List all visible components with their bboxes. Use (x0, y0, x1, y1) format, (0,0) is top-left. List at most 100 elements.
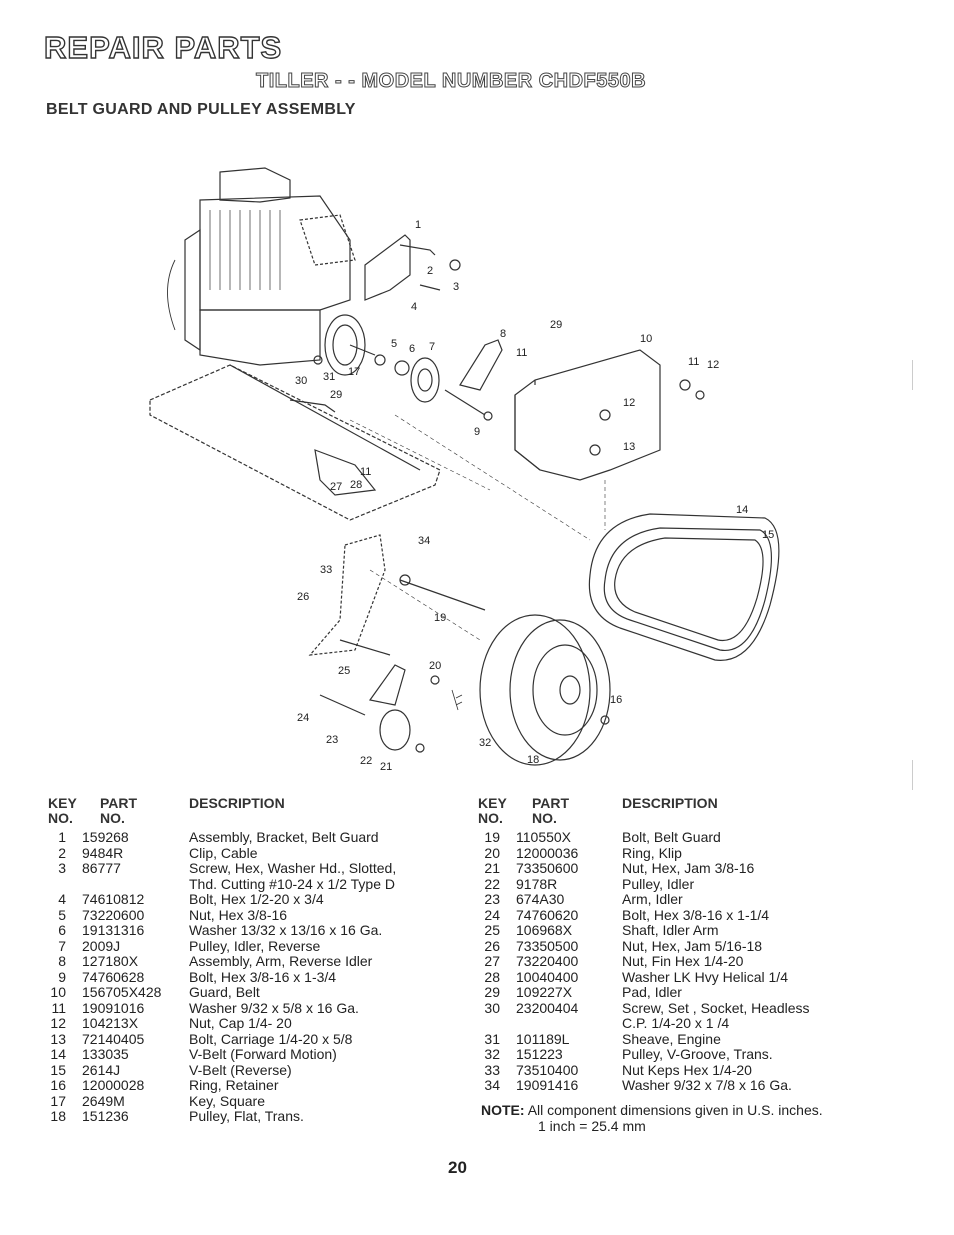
leader-lines (349, 414, 606, 641)
trans-pulley-drawing (479, 614, 611, 766)
part-description: Washer 9/32 x 7/8 x 16 Ga. (622, 1077, 792, 1093)
part-description: Pulley, Flat, Trans. (189, 1108, 304, 1124)
callout: 27 (330, 481, 342, 493)
part-description: Washer 9/32 x 5/8 x 16 Ga. (189, 999, 359, 1016)
part-number: 73220600 (82, 906, 145, 923)
part-number: 110550X (516, 829, 572, 845)
callout: 17 (348, 366, 360, 378)
part-description: Nut, Hex, Jam 3/8-16 (622, 860, 755, 876)
part-description: Pulley, Idler (622, 875, 695, 892)
frame-drawing (149, 364, 441, 521)
callout: 31 (323, 371, 335, 383)
part-number: 133035 (82, 1046, 129, 1062)
part-number: 73350600 (516, 860, 579, 876)
callout-labels: 1 2 3 4 5 6 7 8 29 10 11 12 11 12 13 17 … (295, 219, 774, 773)
callout: 22 (360, 755, 372, 767)
scan-edge-mark (912, 760, 913, 790)
key-number: 11 (51, 999, 66, 1016)
note-label: NOTE: (481, 1102, 525, 1118)
key-number: 26 (484, 937, 500, 954)
part-number: 109227X (516, 984, 573, 1000)
header-no: NO. (48, 810, 73, 826)
header-description: DESCRIPTION (622, 795, 718, 811)
callout: 11 (688, 356, 699, 368)
bracket-drawing (364, 234, 461, 301)
part-description: Nut, Fin Hex 1/4-20 (622, 953, 744, 969)
part-description: Pulley, V-Groove, Trans. (622, 1046, 773, 1062)
part-description: Nut, Cap 1/4- 20 (189, 1015, 292, 1031)
table-row: 31 101189L Sheave, Engine (474, 1030, 914, 1048)
callout: 6 (409, 343, 415, 355)
part-number: 12000036 (516, 844, 579, 861)
callout: 14 (736, 504, 748, 516)
key-number: 33 (484, 1061, 500, 1078)
part-description: Arm, Idler (622, 891, 683, 907)
key-number: 32 (484, 1046, 500, 1062)
part-description: Screw, Hex, Washer Hd., Slotted, (189, 860, 397, 876)
callout: 2 (427, 265, 433, 277)
part-description: Bolt, Hex 3/8-16 x 1-3/4 (189, 968, 337, 985)
key-number: 19 (484, 829, 500, 845)
belt-guard-drawing (514, 349, 705, 481)
part-description: Bolt, Carriage 1/4-20 x 5/8 (189, 1030, 353, 1047)
exploded-parts-diagram: 1 2 3 4 5 6 7 8 29 10 11 12 11 12 13 17 … (140, 150, 790, 780)
part-number: 74610812 (82, 891, 145, 907)
callout: 12 (707, 359, 719, 371)
callout: 32 (479, 737, 491, 749)
key-number: 34 (484, 1077, 500, 1093)
callout: 33 (320, 564, 332, 576)
callout: 16 (610, 694, 622, 706)
part-description: Nut, Hex 3/8-16 (189, 906, 288, 923)
part-description: Nut, Hex, Jam 5/16-18 (622, 937, 763, 954)
part-description: Nut Keps Hex 1/4-20 (622, 1061, 752, 1078)
scan-edge-mark (912, 360, 913, 390)
part-description: Sheave, Engine (622, 1030, 721, 1047)
part-number: 73220400 (516, 953, 579, 969)
parts-list-header: KEY NO. PART NO. DESCRIPTION (40, 796, 470, 830)
part-number: 106968X (516, 922, 573, 938)
part-description: Washer 13/32 x 13/16 x 16 Ga. (189, 922, 383, 938)
key-number: 6 (58, 922, 66, 938)
key-number: 15 (50, 1061, 66, 1078)
callout: 30 (295, 375, 307, 387)
part-number: 151236 (82, 1108, 129, 1124)
table-row: 29 109227X Pad, Idler (474, 984, 914, 1001)
callout: 34 (418, 535, 430, 547)
table-row: Thd. Cutting #10-24 x 1/2 Type D (40, 876, 470, 893)
section-title: BELT GUARD AND PULLEY ASSEMBLY (46, 101, 356, 118)
part-number: 74760620 (516, 906, 579, 923)
v-belts-drawing (588, 513, 780, 661)
parts-list-header: KEY NO. PART NO. DESCRIPTION (474, 796, 914, 830)
part-description: Pad, Idler (622, 984, 682, 1000)
part-number: 156705X428 (82, 984, 162, 1000)
callout: 11 (360, 466, 371, 478)
key-number: 20 (484, 844, 500, 861)
part-description: V-Belt (Forward Motion) (189, 1046, 337, 1062)
table-row: 33 73510400 Nut Keps Hex 1/4-20 (474, 1061, 914, 1079)
key-number: 29 (484, 984, 500, 1000)
part-description: Assembly, Bracket, Belt Guard (189, 829, 379, 845)
callout: 10 (640, 333, 652, 345)
key-number: 28 (484, 968, 500, 985)
callout: 19 (434, 612, 446, 624)
table-row: C.P. 1/4-20 x 1 /4 (474, 1015, 914, 1032)
part-number: 101189L (516, 1030, 570, 1047)
part-number: 73510400 (516, 1061, 579, 1078)
part-number: 10040400 (516, 968, 579, 985)
reverse-idler-drawing (374, 339, 503, 421)
callout: 25 (338, 665, 350, 677)
page-number: 20 (448, 1158, 467, 1177)
key-number: 31 (484, 1030, 500, 1047)
key-number: 8 (58, 953, 66, 969)
part-number: 12000028 (82, 1077, 145, 1093)
